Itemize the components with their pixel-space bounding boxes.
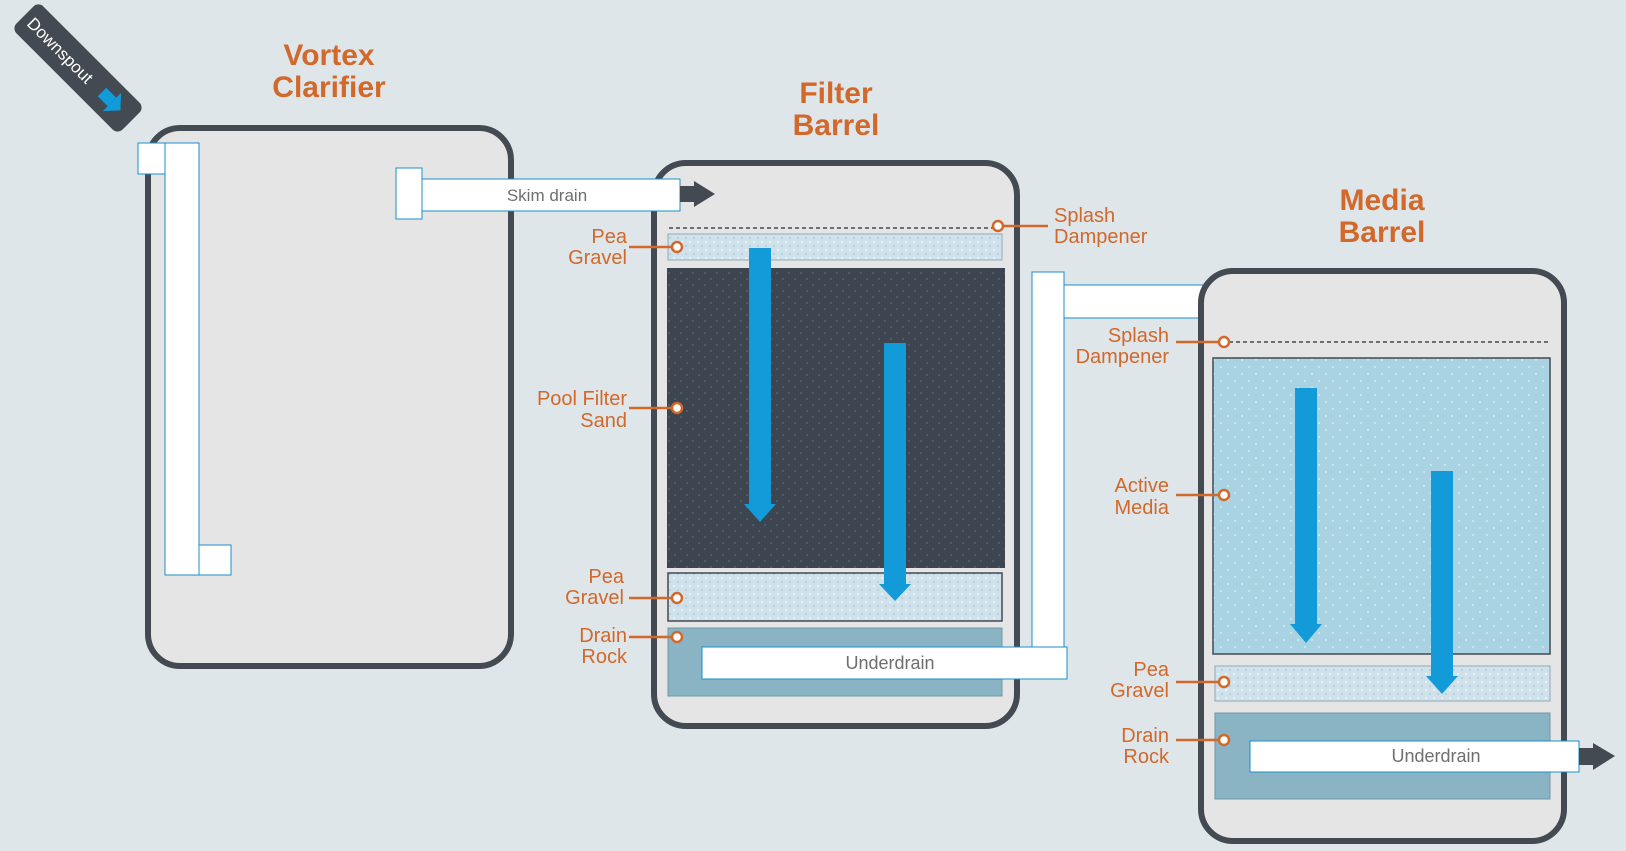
- arrow-down-right-icon: [97, 87, 122, 112]
- filter-transfer-pipe: [1063, 284, 1208, 319]
- skim-drain-arrow-icon: [680, 181, 715, 207]
- filter-title-line1: Filter: [799, 77, 873, 110]
- media-drain-label-line2: Rock: [1123, 746, 1170, 768]
- filter-pea-bottom-label-line1: Pea: [588, 566, 624, 588]
- skim-drain-label: Skim drain: [507, 186, 587, 205]
- skim-drain-inlet: [395, 167, 423, 220]
- filter-underdrain-pipe: [701, 646, 1068, 680]
- downspout: Downspout: [14, 4, 142, 132]
- filter-pea-top-label-line1: Pea: [591, 226, 627, 248]
- media-barrel: Media Barrel Underdrain Splash Dampener: [1076, 184, 1615, 844]
- outlet-arrow-icon: [1579, 743, 1615, 770]
- filter-drain-label-line2: Rock: [581, 646, 628, 668]
- filter-pea-gravel-bottom: [667, 572, 1003, 622]
- vortex-title-line1: Vortex: [283, 39, 374, 72]
- filter-drain-label-line1: Drain: [579, 625, 627, 647]
- media-drain-callout: Drain Rock: [1121, 725, 1231, 768]
- media-pea-label-line2: Gravel: [1110, 680, 1169, 702]
- media-pea-gravel: [1214, 665, 1551, 702]
- filter-splash-callout: Splash Dampener: [991, 205, 1148, 248]
- media-active-callout: Active Media: [1115, 475, 1231, 519]
- vortex-inlet-pipe: [164, 142, 200, 576]
- media-splash-callout: Splash Dampener: [1076, 325, 1231, 368]
- filter-riser-pipe: [1031, 271, 1065, 648]
- filter-flow-arrow-left: [744, 248, 776, 522]
- filter-pea-top-label-line2: Gravel: [568, 247, 627, 269]
- media-flow-arrow-left: [1290, 388, 1322, 643]
- filter-sand-label-line1: Pool Filter: [537, 388, 627, 410]
- skim-drain-pipe: [421, 178, 681, 212]
- filter-barrel: Filter Barrel Skim drain Underdrain: [395, 77, 1243, 729]
- media-drain-label-line1: Drain: [1121, 725, 1169, 747]
- filter-sand-label-line2: Sand: [580, 410, 627, 432]
- media-flow-arrow-right: [1426, 471, 1458, 694]
- media-title-line2: Barrel: [1339, 216, 1426, 249]
- media-active-label-line2: Media: [1115, 497, 1170, 519]
- media-active-label-line1: Active: [1115, 475, 1169, 497]
- media-underdrain-pipe: [1249, 740, 1580, 773]
- filter-drain-rock-callout: Drain Rock: [579, 625, 684, 668]
- filter-underdrain-label: Underdrain: [845, 653, 934, 673]
- filter-splash-label-line1: Splash: [1054, 205, 1115, 227]
- filter-splash-label-line2: Dampener: [1054, 226, 1148, 248]
- vortex-inlet-outlet: [198, 544, 232, 576]
- vortex-title-line2: Clarifier: [272, 71, 386, 104]
- media-splash-label-line1: Splash: [1108, 325, 1169, 347]
- filter-flow-arrow-right: [879, 343, 911, 601]
- media-pea-label-line1: Pea: [1133, 659, 1169, 681]
- filter-title-line2: Barrel: [793, 109, 880, 142]
- vortex-vessel: [145, 125, 514, 669]
- vortex-inlet-stub: [137, 142, 166, 175]
- vortex-clarifier: Vortex Clarifier: [137, 39, 514, 669]
- filter-pea-gravel-top: [667, 233, 1003, 261]
- filter-pea-top-callout: Pea Gravel: [568, 226, 684, 269]
- media-splash-label-line2: Dampener: [1076, 346, 1170, 368]
- media-pea-callout: Pea Gravel: [1110, 659, 1231, 702]
- filter-pool-sand: [667, 268, 1005, 568]
- filter-pea-bottom-callout: Pea Gravel: [565, 566, 684, 609]
- filter-pea-bottom-label-line2: Gravel: [565, 587, 624, 609]
- media-active-media: [1212, 357, 1551, 655]
- filter-sand-callout: Pool Filter Sand: [537, 388, 684, 432]
- media-underdrain-label: Underdrain: [1391, 746, 1480, 766]
- media-title-line1: Media: [1339, 184, 1424, 217]
